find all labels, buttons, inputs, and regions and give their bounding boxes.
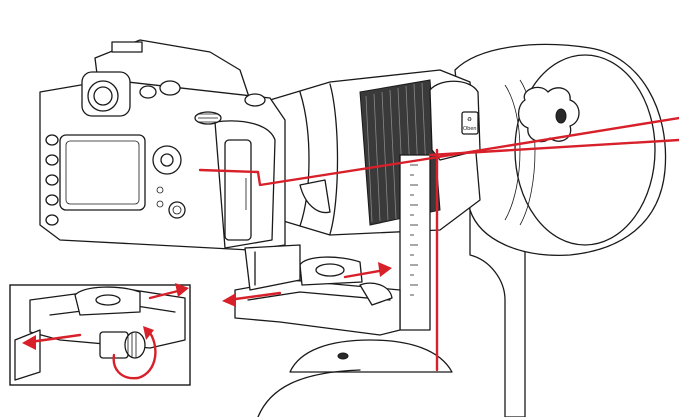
lens-clamp: Oben ♻: [429, 80, 481, 161]
recycle-icon: ♻: [467, 116, 472, 123]
camera-multi-selector: [152, 145, 182, 175]
gimbal-base: [257, 339, 453, 417]
rotation-axis-line: [428, 138, 679, 157]
camera-left-buttons: [45, 134, 59, 226]
star-knob: [517, 86, 580, 143]
camera-quick-release-plate: [244, 244, 301, 291]
inset-detail-panel: [9, 283, 191, 386]
inset-arrow-left: [22, 333, 82, 350]
knob-brand-label: Oben: [463, 126, 476, 132]
inset-rotation-arrow: [112, 326, 157, 380]
slide-arrow-left: [222, 291, 282, 307]
viewfinder-eyepiece: [81, 71, 131, 117]
vertical-scale-ruler: [399, 154, 431, 331]
inset-clamp-knob: [99, 331, 146, 359]
camera-body: [39, 39, 286, 251]
horizontal-alignment-line: [198, 116, 679, 187]
inset-arrow-right: [148, 283, 189, 300]
lcd-screen: [59, 134, 146, 211]
slide-arrow-right: [343, 262, 392, 279]
lens-front-hood: [454, 43, 667, 256]
